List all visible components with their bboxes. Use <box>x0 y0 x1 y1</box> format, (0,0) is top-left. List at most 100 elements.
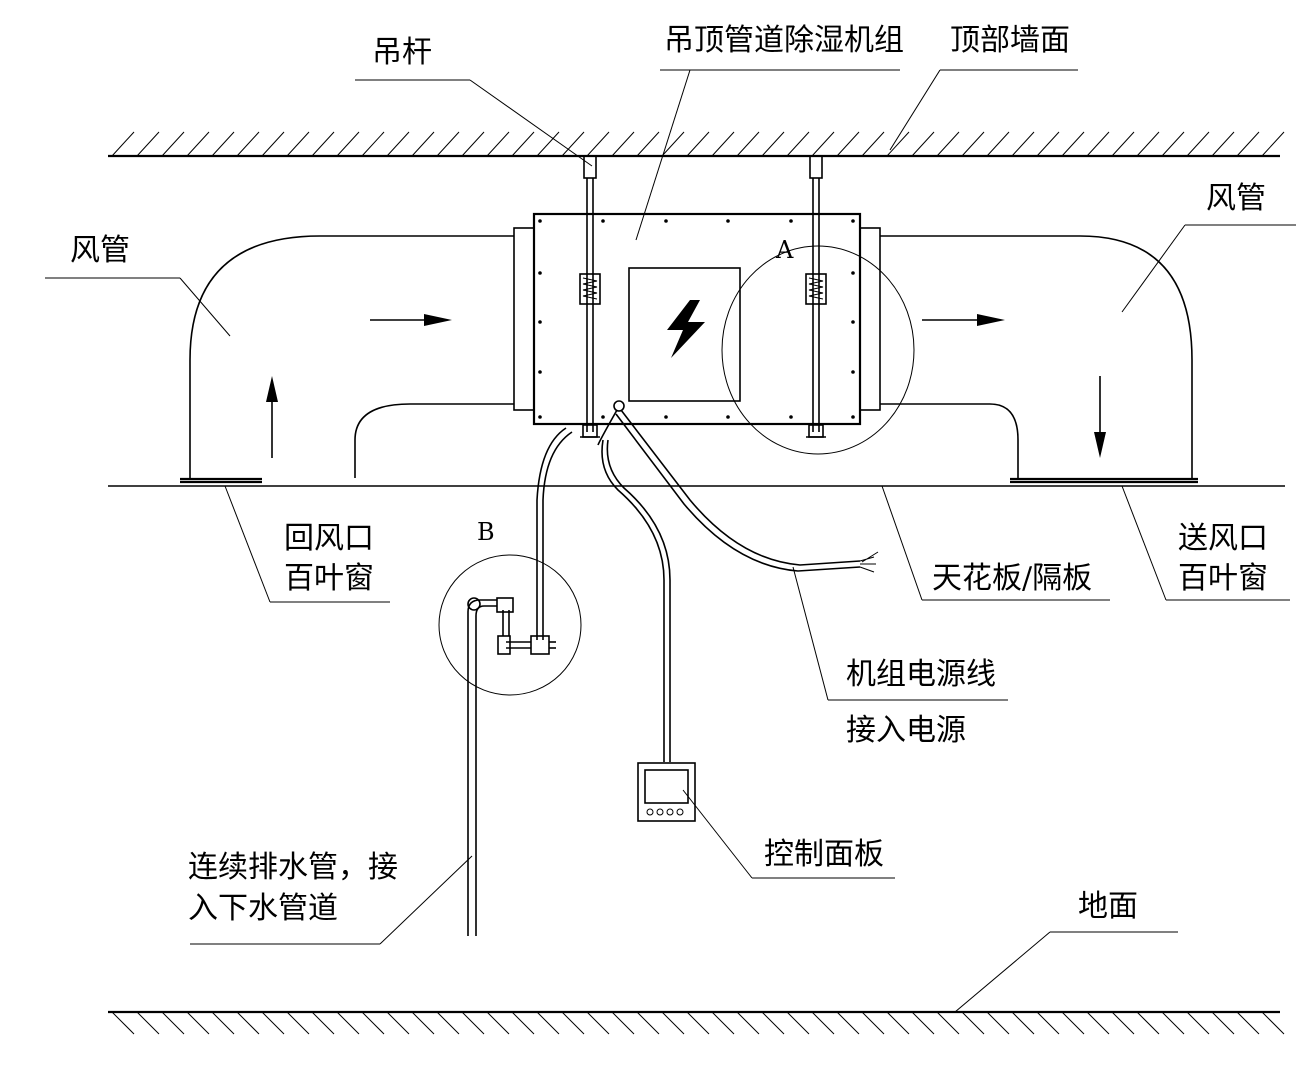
hatch-line <box>836 1011 860 1035</box>
hatch-line <box>711 131 735 157</box>
label-control-panel: 控制面板 <box>764 837 884 872</box>
hatch-line <box>1111 131 1135 157</box>
unit-screw <box>789 415 793 419</box>
dehumidifier-unit <box>513 212 881 426</box>
label-drain-1: 连续排水管，接 <box>188 850 398 885</box>
hatch-line <box>561 1011 585 1035</box>
hatch-line <box>936 1011 960 1035</box>
hatch-line <box>586 1011 610 1035</box>
hatch-line <box>611 1011 635 1035</box>
hatch-line <box>136 1011 160 1035</box>
label-detail-a: A <box>775 236 794 264</box>
hatch-line <box>761 131 785 157</box>
hatch-line <box>561 131 585 157</box>
hatch-line <box>386 1011 410 1035</box>
hatch-line <box>361 1011 385 1035</box>
label-supply-air-2: 百叶窗 <box>1178 561 1268 596</box>
leader-lines <box>45 69 1296 1013</box>
label-drain-2: 入下水管道 <box>188 891 338 926</box>
hatch-line <box>861 131 885 157</box>
hatch-line <box>311 1011 335 1035</box>
hatch-line <box>686 131 710 157</box>
hatch-line <box>461 131 485 157</box>
label-power-1: 机组电源线 <box>846 657 996 692</box>
hatch-line <box>961 1011 985 1035</box>
label-hanger-rod: 吊杆 <box>372 35 432 70</box>
unit-screw <box>538 370 542 374</box>
hatch-line <box>686 1011 710 1035</box>
hatch-line <box>361 131 385 157</box>
hatch-line <box>111 131 135 157</box>
unit-screw <box>538 415 542 419</box>
label-detail-b: B <box>477 518 495 546</box>
power-cable <box>597 400 879 573</box>
label-return-air-2: 百叶窗 <box>284 561 374 596</box>
hatch-line <box>1186 131 1210 157</box>
hatch-line <box>536 131 560 157</box>
hatch-line <box>936 131 960 157</box>
hatch-line <box>1061 1011 1085 1035</box>
hatch-line <box>611 131 635 157</box>
hatch-line <box>436 1011 460 1035</box>
hanger-rod-left <box>579 155 601 438</box>
label-power-2: 接入电源 <box>846 713 966 748</box>
hatch-line <box>986 1011 1010 1035</box>
hatch-line <box>661 1011 685 1035</box>
hatch-line <box>1161 1011 1185 1035</box>
unit-screw <box>851 320 855 324</box>
hatch-line <box>386 131 410 157</box>
hatch-line <box>1061 131 1085 157</box>
floor-surface <box>108 1010 1285 1035</box>
hatch-line <box>311 131 335 157</box>
label-supply-air-1: 送风口 <box>1178 521 1268 556</box>
unit-screw <box>789 219 793 223</box>
hatch-line <box>811 131 835 157</box>
hatch-line <box>786 131 810 157</box>
hatch-line <box>336 1011 360 1035</box>
hatch-line <box>261 131 285 157</box>
hatch-line <box>961 131 985 157</box>
hatch-line <box>786 1011 810 1035</box>
hatch-line <box>336 131 360 157</box>
label-unit: 吊顶管道除湿机组 <box>664 23 904 58</box>
hatch-line <box>836 131 860 157</box>
hatch-line <box>886 1011 910 1035</box>
hatch-line <box>1111 1011 1135 1035</box>
hatch-line <box>1236 131 1260 157</box>
hatch-line <box>1211 1011 1235 1035</box>
hatch-line <box>636 131 660 157</box>
hatch-line <box>511 1011 535 1035</box>
top-wall <box>108 131 1285 158</box>
hatch-line <box>186 1011 210 1035</box>
hatch-line <box>186 131 210 157</box>
hatch-line <box>286 1011 310 1035</box>
unit-screw <box>726 415 730 419</box>
hatch-line <box>911 131 935 157</box>
hatch-line <box>661 131 685 157</box>
hatch-line <box>286 131 310 157</box>
hatch-line <box>1136 1011 1160 1035</box>
unit-front-panel <box>628 267 741 402</box>
hatch-line <box>486 1011 510 1035</box>
control-cable <box>601 439 671 762</box>
hatch-line <box>1236 1011 1260 1035</box>
unit-screw <box>851 370 855 374</box>
label-ceiling-board: 天花板/隔板 <box>932 561 1092 596</box>
unit-screw <box>851 219 855 223</box>
hatch-line <box>511 131 535 157</box>
hatch-line <box>736 1011 760 1035</box>
label-floor: 地面 <box>1078 889 1138 924</box>
drain-pipe <box>467 427 573 936</box>
hatch-line <box>586 131 610 157</box>
hatch-line <box>636 1011 660 1035</box>
hatch-line <box>486 131 510 157</box>
hatch-line <box>236 131 260 157</box>
detail-circle-b <box>438 554 582 696</box>
duct-left <box>180 235 514 484</box>
hatch-line <box>411 131 435 157</box>
unit-screw <box>664 219 668 223</box>
label-top-wall: 顶部墙面 <box>950 23 1070 58</box>
hatch-line <box>261 1011 285 1035</box>
control-panel-device <box>637 762 696 822</box>
